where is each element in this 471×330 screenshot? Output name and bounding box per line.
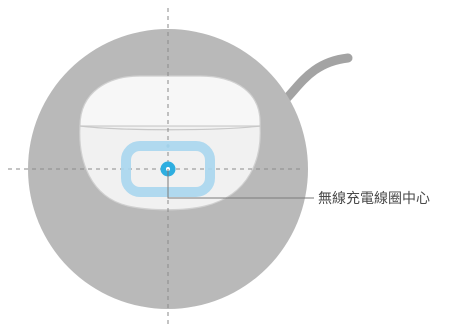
callout-leader-line: [167, 169, 314, 199]
charging-cable: [280, 53, 353, 105]
earbuds-case-lid: [79, 75, 261, 127]
case-seam: [79, 125, 261, 131]
coil-center-label: 無線充電線圈中心: [318, 191, 430, 207]
